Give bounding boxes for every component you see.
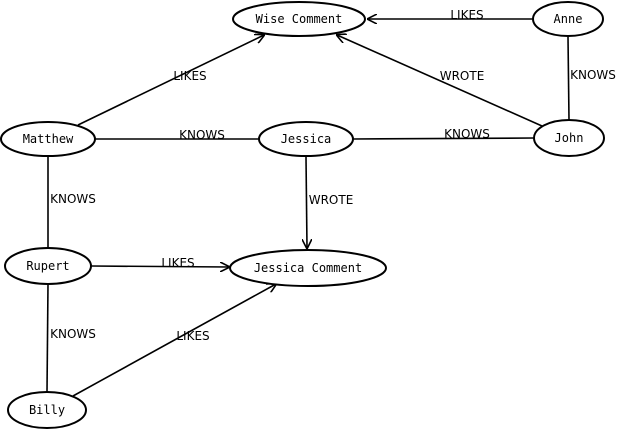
- edge-label-jessica-wrote-comment: WROTE: [309, 193, 354, 207]
- edge-label-matthew-likes-wise: LIKES: [173, 69, 206, 83]
- edge-label-rupert-knows-billy: KNOWS: [50, 327, 96, 341]
- edge-jessica-knows-john: [352, 137, 535, 140]
- edge-label-matthew-knows-rupert: KNOWS: [50, 192, 96, 206]
- node-label-billy: Billy: [29, 403, 65, 417]
- edge-rupert-likes-jessica-comment: [90, 266, 229, 267]
- edge-label-anne-likes-wise: LIKES: [450, 8, 483, 22]
- edge-rupert-knows-billy: [46, 283, 49, 393]
- node-billy[interactable]: Billy: [7, 391, 87, 429]
- node-matthew[interactable]: Matthew: [0, 121, 96, 157]
- node-label-wise-comment: Wise Comment: [256, 12, 343, 26]
- node-jessica[interactable]: Jessica: [258, 121, 354, 157]
- node-label-jessica-comment: Jessica Comment: [254, 261, 362, 275]
- edge-jessica-wrote-jessica-comment: [306, 156, 307, 248]
- node-anne[interactable]: Anne: [532, 1, 604, 37]
- node-jessica-comment[interactable]: Jessica Comment: [229, 249, 387, 287]
- node-wise-comment[interactable]: Wise Comment: [232, 1, 366, 37]
- edge-billy-likes-jessica-comment: [72, 284, 276, 397]
- node-john[interactable]: John: [533, 119, 605, 157]
- edge-label-rupert-likes-comment: LIKES: [161, 256, 194, 270]
- node-label-jessica: Jessica: [281, 132, 332, 146]
- edge-label-billy-likes-comment: LIKES: [176, 329, 209, 343]
- edge-label-jessica-knows-john: KNOWS: [444, 127, 490, 141]
- edge-matthew-likes-wise-comment: [77, 35, 264, 126]
- node-label-matthew: Matthew: [23, 132, 74, 146]
- edge-label-matthew-knows-jessica: KNOWS: [179, 128, 225, 142]
- node-label-rupert: Rupert: [26, 259, 69, 273]
- node-label-anne: Anne: [554, 12, 583, 26]
- edge-anne-knows-john: [567, 36, 570, 121]
- node-label-john: John: [555, 131, 584, 145]
- edge-label-john-wrote-wise: WROTE: [440, 69, 485, 83]
- node-rupert[interactable]: Rupert: [4, 247, 92, 285]
- edge-label-anne-knows-john: KNOWS: [570, 68, 616, 82]
- edge-john-wrote-wise-comment: [337, 35, 543, 127]
